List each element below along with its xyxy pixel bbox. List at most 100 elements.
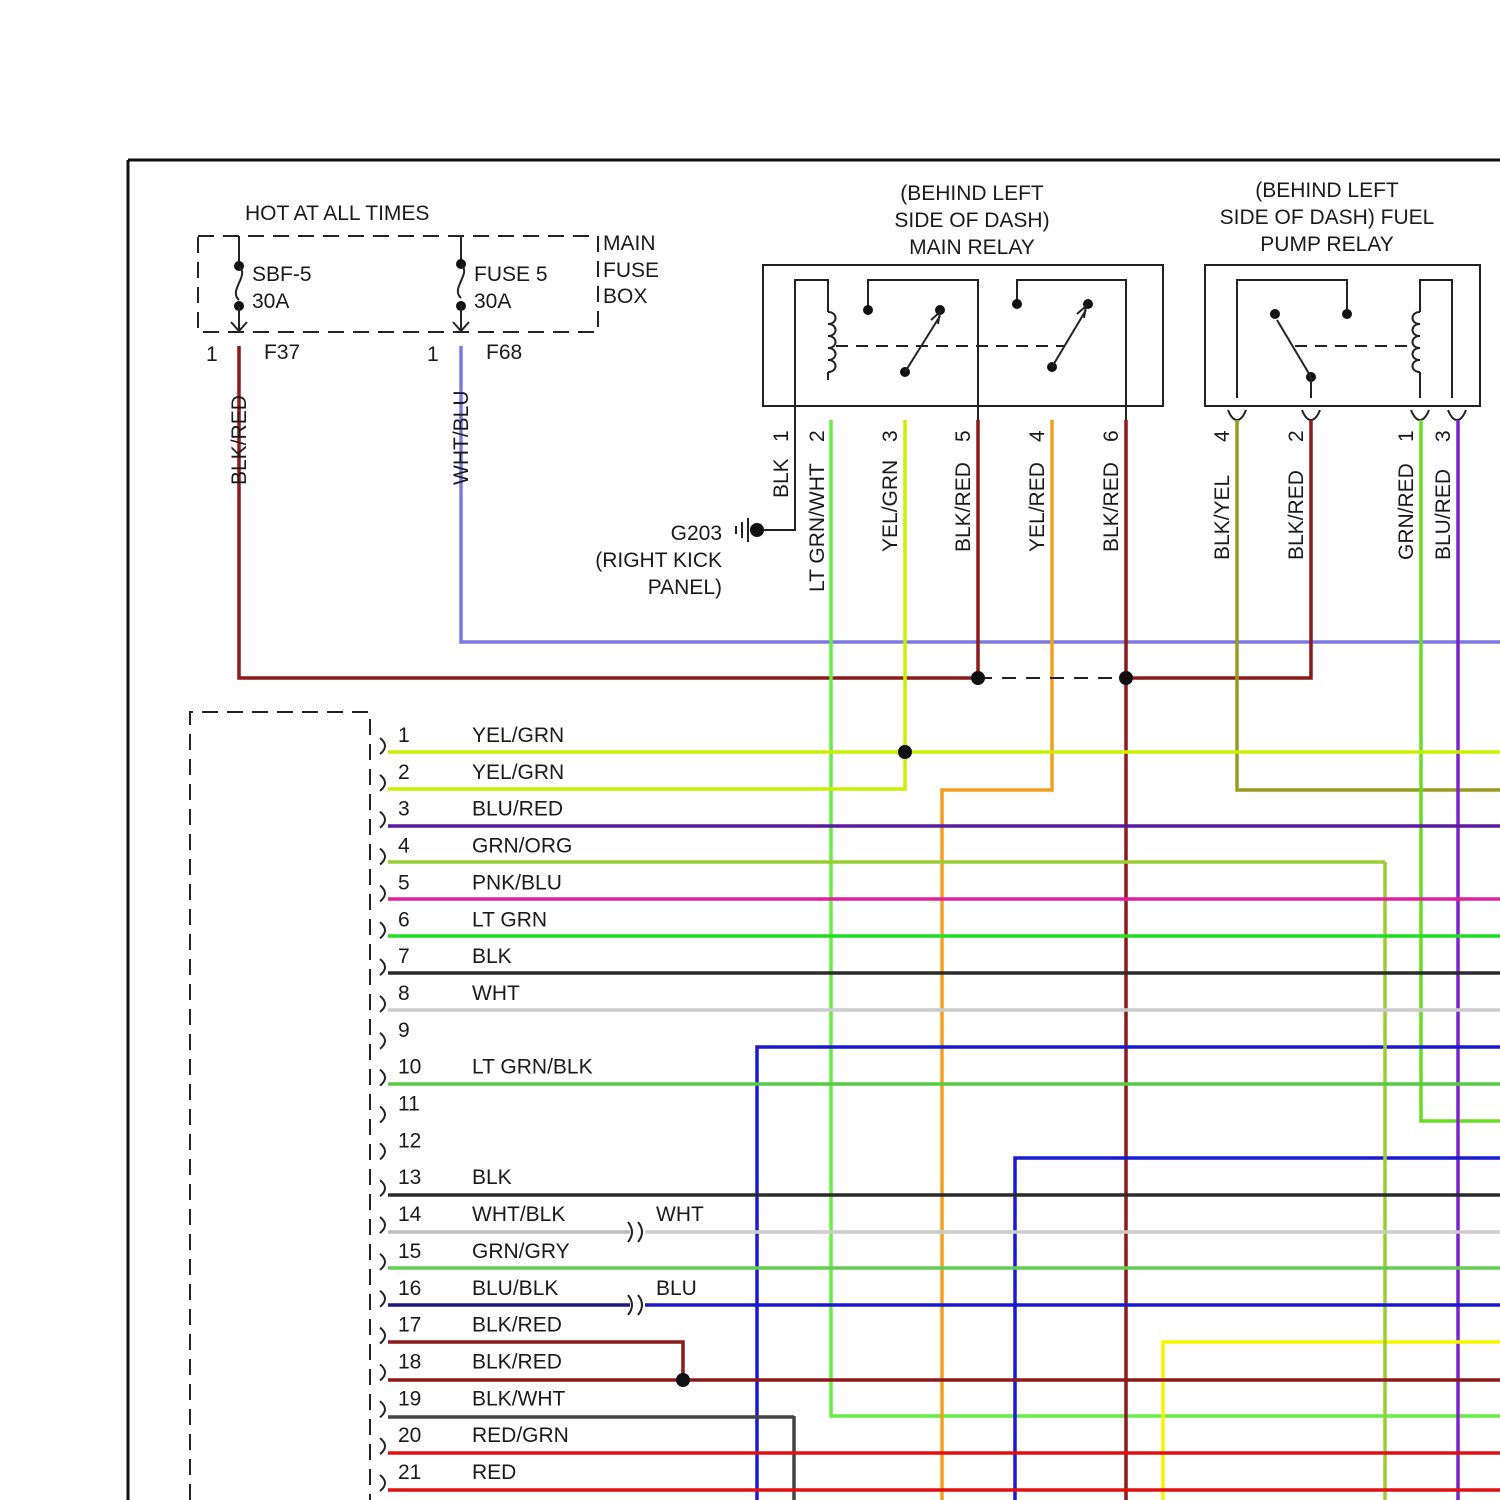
connector-pin-number: 20 — [398, 1424, 421, 1447]
vertical-wire-labels: BLK/RED WHT/BLU — [228, 391, 473, 486]
connector-terminal — [380, 1475, 385, 1491]
connector-row: 13BLK — [380, 1166, 512, 1196]
fuse-sbf5-pin: 1 — [206, 343, 218, 366]
fuel-relay-pin-3: 3 — [1432, 430, 1455, 442]
connector-pin-number: 21 — [398, 1461, 421, 1484]
fuse1-wire-label: BLK/RED — [228, 395, 251, 485]
connector-terminal — [380, 1291, 385, 1307]
connector-wire-color: WHT — [472, 982, 520, 1005]
fuse2-wire-label: WHT/BLU — [450, 391, 473, 486]
connector-wire-color: BLK/RED — [472, 1350, 562, 1373]
main-relay-wire-5: BLK/RED — [952, 462, 975, 552]
fuel-relay-pin-2: 2 — [1285, 430, 1308, 442]
main-relay: (BEHIND LEFT SIDE OF DASH) MAIN RELAY — [763, 182, 1163, 420]
connector-wire-color: LT GRN — [472, 908, 547, 931]
connector-row: 12 — [380, 1129, 421, 1159]
connector-terminal — [380, 996, 385, 1012]
connector-wire-color: BLU/RED — [472, 798, 563, 821]
connector-pin-number: 8 — [398, 982, 410, 1005]
connector-terminal — [380, 1254, 385, 1270]
connector-terminal — [380, 1143, 385, 1159]
connector-pin-number: 9 — [398, 1019, 410, 1042]
fuse-box-label-2: FUSE — [603, 259, 659, 282]
fuse-5-rating: 30A — [474, 290, 511, 313]
fuse-5: FUSE 5 30A 1 F68 — [427, 236, 548, 366]
connector-terminal — [380, 738, 385, 754]
connector-wire-color: GRN/ORG — [472, 835, 572, 858]
connector-terminal — [380, 922, 385, 938]
connector-pin-number: 17 — [398, 1314, 421, 1337]
connector-terminal — [380, 849, 385, 865]
main-relay-pin-1: 1 — [770, 430, 793, 442]
main-relay-title-3: MAIN RELAY — [909, 236, 1035, 259]
fuse-sbf5-terminal: F37 — [264, 341, 300, 364]
main-relay-pin-4: 4 — [1026, 430, 1049, 442]
fuse-sbf5-name: SBF-5 — [252, 263, 312, 286]
connector-row: 11 — [380, 1093, 420, 1123]
connector-row: 20 RED/GRN — [380, 1424, 569, 1454]
connector-block — [190, 712, 370, 1500]
fuse-box-label-1: MAIN — [603, 232, 656, 255]
inline-connector-row16 — [628, 1295, 642, 1315]
connector-pin-number: 5 — [398, 871, 410, 894]
ground-location-2: PANEL) — [648, 576, 722, 599]
fuel-pump-relay: (BEHIND LEFT SIDE OF DASH) FUEL PUMP REL… — [1205, 179, 1480, 420]
connector-terminal — [380, 1107, 385, 1123]
main-relay-title-2: SIDE OF DASH) — [894, 209, 1049, 232]
connector-pin-number: 12 — [398, 1129, 421, 1152]
connector-terminal — [380, 1438, 385, 1454]
ground-location-1: (RIGHT KICK — [595, 549, 722, 572]
main-relay-pin-5: 5 — [952, 430, 975, 442]
fuel-relay-wire-4: BLK/YEL — [1211, 475, 1234, 560]
fuel-relay-wire-2: BLK/RED — [1285, 470, 1308, 560]
connector-wire-color: RED/GRN — [472, 1424, 569, 1447]
main-relay-title-1: (BEHIND LEFT — [900, 182, 1044, 205]
connector-terminal — [380, 1070, 385, 1086]
connector-terminal — [380, 885, 385, 901]
main-relay-pin-6: 6 — [1100, 430, 1123, 442]
fuel-relay-box — [1205, 265, 1480, 406]
connector-pin-number: 14 — [398, 1203, 422, 1226]
connector-terminal — [380, 1328, 385, 1344]
connector-row: 4 GRN/ORG — [380, 835, 572, 865]
connector-row: 8 WHT — [380, 982, 520, 1012]
connector-pin-number: 19 — [398, 1387, 421, 1410]
connector-wire-color: YEL/GRN — [472, 761, 564, 784]
fuel-relay-pin-1: 1 — [1395, 430, 1418, 442]
fuse-5-terminal: F68 — [486, 341, 522, 364]
connector-wire-color: PNK/BLU — [472, 871, 562, 894]
splice-dot — [971, 671, 985, 685]
connector-pin-number: 6 — [398, 908, 410, 931]
inline-connector-row14 — [628, 1222, 642, 1242]
main-relay-pin-2: 2 — [806, 430, 829, 442]
splice-dot-row18 — [676, 1373, 690, 1387]
fuse-5-pin: 1 — [427, 343, 439, 366]
fuel-relay-title-2: SIDE OF DASH) FUEL — [1220, 206, 1435, 229]
connector-pin-number: 2 — [398, 761, 410, 784]
connector-terminal — [380, 1401, 385, 1417]
row16-splice-label: BLU — [656, 1277, 697, 1300]
connector-pin-number: 13 — [398, 1166, 421, 1189]
connector-row: 6 LT GRN — [380, 908, 547, 938]
connector-wire-color: LT GRN/BLK — [472, 1056, 593, 1079]
connector-row: 2 YEL/GRN — [380, 761, 564, 791]
main-relay-pin-3: 3 — [879, 430, 902, 442]
row-wires — [388, 752, 1500, 1490]
main-relay-wire-1: BLK — [770, 458, 793, 498]
fuse-sbf5: SBF-5 30A 1 F37 — [206, 236, 312, 366]
fuel-relay-pin-4: 4 — [1211, 430, 1234, 442]
connector-terminal — [380, 812, 385, 828]
fuel-relay-wire-3: BLU/RED — [1432, 469, 1455, 560]
connector-wire-color: WHT/BLK — [472, 1203, 565, 1226]
connector-pin-number: 4 — [398, 835, 410, 858]
connector-wire-color: GRN/GRY — [472, 1240, 570, 1263]
connector-terminal — [380, 775, 385, 791]
connector-pin-number: 7 — [398, 945, 410, 968]
